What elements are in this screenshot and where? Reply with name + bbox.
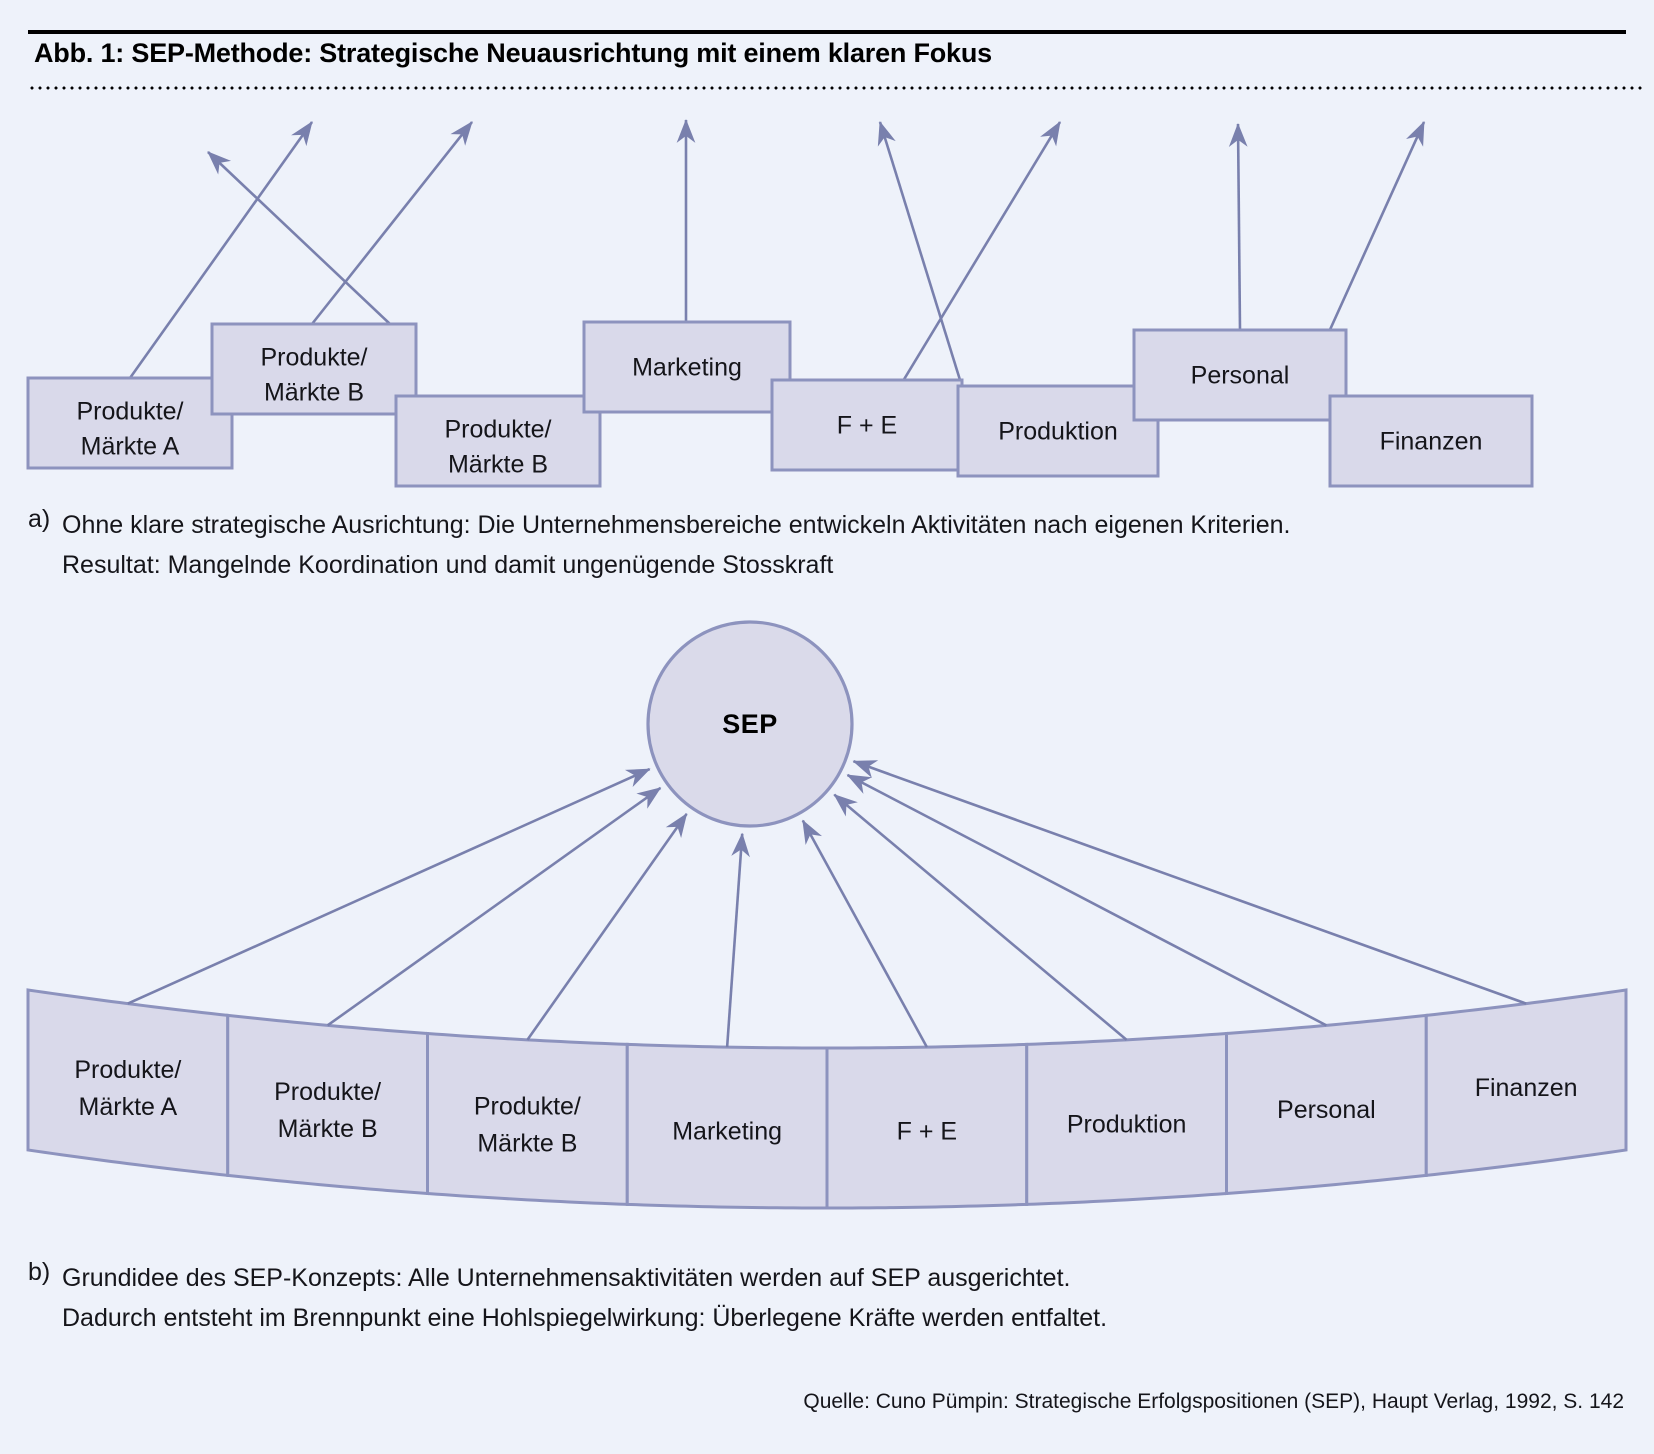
panel-a-arrow: [310, 121, 474, 325]
panel-b-segment-label: Märkte A: [79, 1093, 178, 1121]
panel-a-arrow: [877, 121, 962, 381]
panel-a-box-label: Finanzen: [1380, 428, 1483, 456]
panel-a-box: Produkte/Märkte B: [394, 394, 602, 488]
caption-b-marker: b): [28, 1258, 51, 1286]
panel-a-box: Finanzen: [1328, 394, 1534, 488]
panel-b-segment-label: Produkte/: [74, 1056, 181, 1084]
panel-b-segment-label: Produktion: [1067, 1110, 1187, 1138]
panel-a-arrow: [898, 121, 1062, 387]
panel-b-segment-label: Finanzen: [1475, 1074, 1578, 1102]
panel-a-box-label: Märkte B: [448, 451, 548, 479]
panel-a-arrow: [1228, 122, 1248, 331]
panel-b-arrow: [127, 767, 651, 1005]
panel-a-box: Produkte/Märkte B: [210, 322, 418, 416]
panel-a-arrow-group: [128, 118, 1426, 397]
panel-a-box-label: Märkte A: [81, 433, 180, 461]
panel-a-box: Personal: [1132, 328, 1348, 422]
panel-b-segment-label: Produkte/: [274, 1078, 381, 1106]
panel-b-segment-label: Produkte/: [474, 1092, 581, 1120]
panel-a-box-label: Produktion: [998, 418, 1118, 446]
panel-b-segment-group: Produkte/Märkte A Produkte/Märkte B Produk…: [26, 988, 1628, 1210]
panel-a-box: F + E: [770, 378, 964, 472]
panel-a-arrow: [207, 151, 391, 325]
panel-a-box: Produktion: [956, 384, 1160, 478]
sep-focus-label: SEP: [722, 709, 778, 739]
title-dotted-rule: [28, 86, 1644, 90]
panel-b-arrow-group: [127, 760, 1527, 1048]
panel-b-arrow: [833, 793, 1128, 1041]
panel-b-segment-label: Märkte B: [477, 1129, 577, 1157]
panel-b-segment-label: F + E: [897, 1118, 957, 1146]
caption-b-line2: Dadurch entsteht im Brennpunkt eine Hohl…: [62, 1304, 1108, 1332]
panel-b-segment-label: Märkte B: [278, 1115, 378, 1143]
sep-focus-circle: [646, 620, 854, 828]
panel-a-box: Marketing: [582, 320, 792, 414]
caption-a-line1: Ohne klare strategische Ausrichtung: Die…: [62, 511, 1291, 539]
panel-a-box-label: Marketing: [632, 354, 742, 382]
panel-b-segment-label: Personal: [1277, 1096, 1376, 1124]
caption-a-line2: Resultat: Mangelnde Koordination und dam…: [62, 551, 834, 579]
panel-a-box: Produkte/Märkte A: [26, 376, 234, 470]
panel-a-box-label: Personal: [1191, 362, 1290, 390]
panel-b-arrow: [526, 813, 688, 1041]
panel-b-segment: [1424, 988, 1628, 1178]
panel-a-box-label: Produkte/: [444, 416, 551, 444]
panel-b-segment-label: Marketing: [672, 1118, 782, 1146]
panel-a-box-label: Produkte/: [260, 344, 367, 372]
panel-a-box-label: Produkte/: [76, 398, 183, 426]
source-note: Quelle: Cuno Pümpin: Strategische Erfolg…: [803, 1390, 1624, 1413]
figure-title: Abb. 1: SEP-Methode: Strategische Neuaus…: [34, 38, 992, 68]
panel-a-box-label: Märkte B: [264, 379, 364, 407]
panel-a-box-label: F + E: [837, 412, 897, 440]
panel-b-arrow: [852, 760, 1527, 1005]
caption-a-marker: a): [28, 505, 51, 533]
panel-b-arrow: [326, 786, 662, 1027]
panel-b-arrow: [801, 819, 929, 1048]
panel-b-arrow: [725, 832, 750, 1048]
panel-a-arrow: [128, 121, 314, 379]
title-top-rule: [28, 30, 1626, 34]
panel-b-arrow: [846, 773, 1327, 1027]
caption-b-line1: Grundidee des SEP-Konzepts: Alle Unterne…: [62, 1264, 1071, 1292]
